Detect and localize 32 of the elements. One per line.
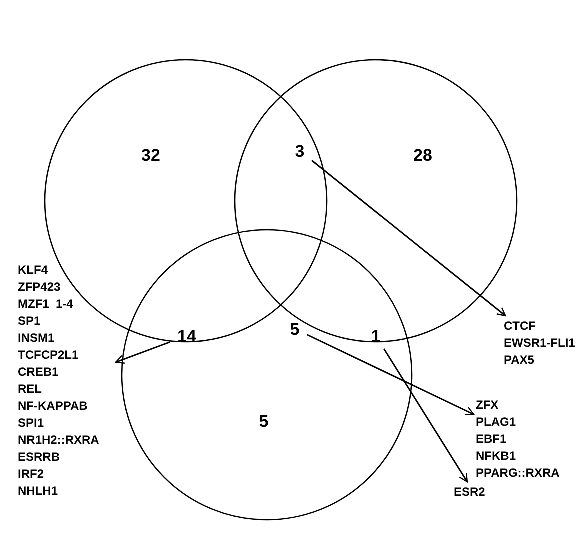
gene-label: REL — [18, 381, 43, 398]
gene-label: ESR2 — [454, 484, 486, 501]
gene-label: PPARG::RXRA — [476, 465, 561, 482]
gene-label: MZF1_1-4 — [18, 296, 74, 313]
gene-label: TCFCP2L1 — [18, 347, 80, 364]
gene-label: EBF1 — [476, 431, 508, 448]
count-label: 3 — [290, 140, 310, 162]
arrow — [312, 160, 506, 317]
gene-label: CREB1 — [18, 364, 60, 381]
gene-label: PAX5 — [504, 352, 536, 369]
gene-label: EWSR1-FLI1 — [504, 335, 576, 352]
arrow — [115, 342, 170, 364]
gene-label: ESRRB — [18, 449, 62, 466]
count-label: 5 — [285, 318, 305, 340]
arrow — [384, 348, 468, 483]
gene-label: NHLH1 — [18, 483, 60, 500]
gene-label: NF-KAPPAB — [18, 398, 89, 415]
gene-label: INSM1 — [18, 330, 56, 347]
gene-label: PLAG1 — [476, 414, 518, 431]
count-label: 32 — [136, 144, 166, 166]
gene-label: IRF2 — [18, 466, 46, 483]
gene-label: SPI1 — [18, 415, 46, 432]
gene-label: ZFP423 — [18, 279, 62, 296]
gene-label: KLF4 — [18, 262, 49, 279]
gene-label: SP1 — [18, 313, 42, 330]
gene-label: ZFX — [476, 397, 500, 414]
count-label: 28 — [408, 144, 438, 166]
gene-label: NR1H2::RXRA — [18, 432, 100, 449]
count-label: 5 — [254, 410, 274, 432]
gene-label: NFKB1 — [476, 448, 518, 465]
arrow — [306, 334, 475, 416]
gene-label: CTCF — [504, 318, 537, 335]
